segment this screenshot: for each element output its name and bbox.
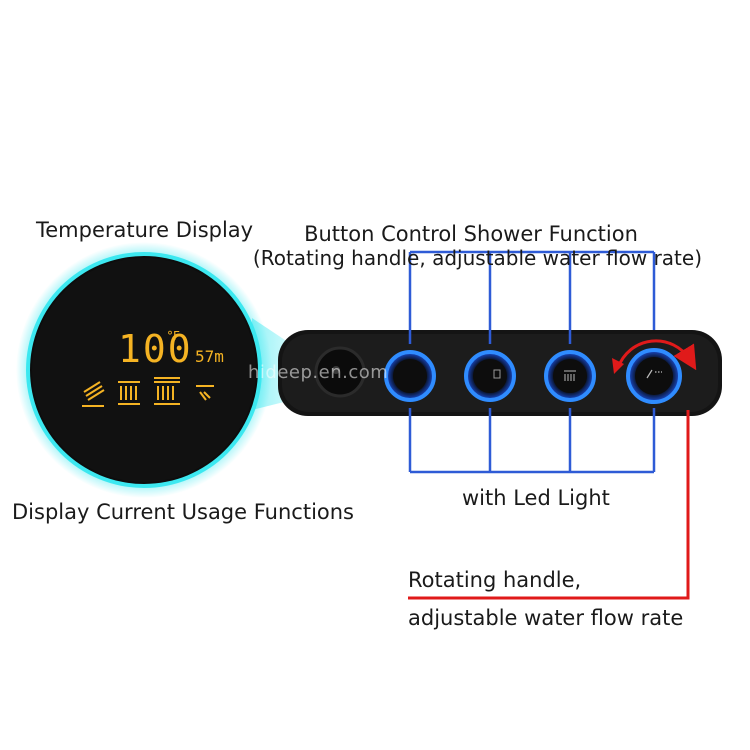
- led-light-label: with Led Light: [462, 486, 610, 510]
- temperature-value: 100: [118, 327, 193, 371]
- spout-icon: [196, 385, 214, 401]
- button-control-line2: (Rotating handle, adjustable water flow …: [252, 246, 702, 270]
- button-control-label: Button Control Shower Function (Rotating…: [0, 222, 750, 270]
- button-control-line1: Button Control Shower Function: [304, 222, 638, 246]
- rotating-handle-label-line1: Rotating handle,: [408, 568, 582, 592]
- lcd-screen: 100 °F 57m: [82, 327, 224, 407]
- button-bracket: [408, 250, 656, 474]
- rotating-handle-button[interactable]: [626, 348, 682, 404]
- overhead-shower-icon: [564, 370, 576, 381]
- overhead-shower-icon: [154, 377, 180, 405]
- time-remaining: 57m: [195, 347, 224, 366]
- rotation-arrow: [408, 339, 697, 600]
- function-button-2-icon: [493, 369, 501, 379]
- display-usage-label: Display Current Usage Functions: [12, 500, 354, 524]
- function-button-3[interactable]: [544, 350, 596, 402]
- panel-display-knob[interactable]: [314, 346, 366, 398]
- rotating-handle-label-line2: adjustable water flow rate: [408, 606, 684, 630]
- rotation-arrow-left-head: [612, 358, 624, 374]
- temperature-display-lens: [16, 242, 272, 498]
- hand-shower-icon: [493, 369, 501, 379]
- function-button-2[interactable]: [464, 350, 516, 402]
- hand-shower-icon: [82, 381, 105, 407]
- temperature-unit: °F: [167, 329, 180, 343]
- rain-shower-icon: [118, 381, 140, 405]
- handle-spout-icon: [646, 369, 662, 379]
- function-button-1[interactable]: [384, 350, 436, 402]
- temperature-display-label: Temperature Display: [36, 218, 254, 242]
- watermark: hideep.en.com: [248, 362, 389, 383]
